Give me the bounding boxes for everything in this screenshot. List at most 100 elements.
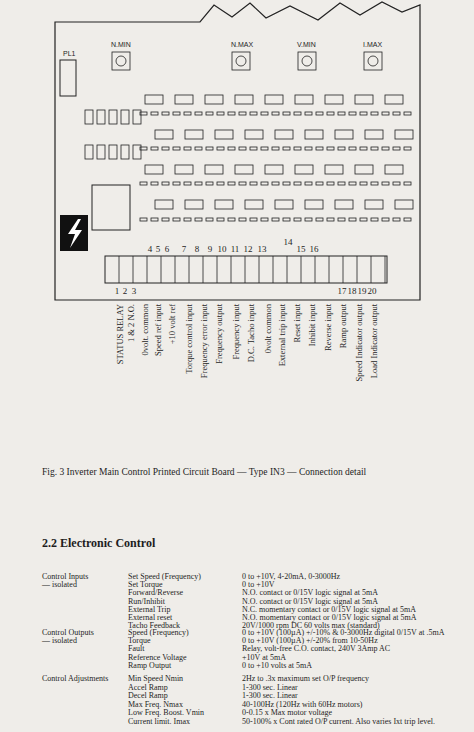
- resistor: [173, 147, 180, 150]
- potentiometer: [364, 52, 382, 70]
- spec-item: Accel Ramp: [128, 684, 168, 692]
- resistor: [261, 182, 268, 185]
- ic-package: [365, 200, 383, 209]
- ic-package: [215, 130, 233, 139]
- ic-package: [325, 95, 343, 104]
- ic-package: [265, 95, 283, 104]
- terminal-function: Frequency error input: [200, 304, 209, 378]
- resistor: [217, 218, 224, 221]
- ic-package: [155, 200, 173, 209]
- resistor: [338, 182, 345, 185]
- terminal-number: 12: [244, 245, 253, 254]
- resistor: [184, 112, 191, 115]
- terminal-number: 11: [231, 245, 240, 254]
- terminal-number: 9: [208, 245, 213, 254]
- resistor: [162, 112, 169, 115]
- terminal-number: 6: [165, 245, 170, 254]
- ic-package: [395, 200, 413, 209]
- terminal-function: D.C. Tacho input: [247, 304, 256, 362]
- terminal-function: Frequency input: [232, 304, 241, 359]
- group-heading: Control Outputs: [42, 629, 94, 637]
- ic-package: [385, 165, 403, 174]
- resistor: [294, 218, 301, 221]
- spec-item: Torque: [128, 637, 151, 645]
- spec-value: 0 to +10V, 4-20mA, 0-3000Hz: [242, 573, 340, 581]
- terminal-divider: [329, 256, 330, 283]
- terminal-number: 4: [148, 245, 153, 254]
- component-label: I.MAX: [362, 41, 383, 48]
- resistor: [162, 218, 169, 221]
- resistor: [316, 147, 323, 150]
- terminal-function: Reverse input: [324, 304, 333, 351]
- spec-value: N.O. momentary contact or 0/15V logic si…: [242, 614, 416, 622]
- spec-value: 40-100Hz (120Hz with 60Hz motors): [242, 701, 362, 709]
- terminal-number: 20: [368, 287, 377, 296]
- resistor: [382, 182, 389, 185]
- ic-package: [145, 165, 163, 174]
- resistor: [195, 218, 202, 221]
- ic-package: [175, 165, 193, 174]
- resistor: [360, 218, 367, 221]
- transformer: [92, 185, 130, 230]
- spec-value: 0 to +10V (100µA) +/-20% from 10-50Hz: [242, 637, 378, 645]
- resistor: [393, 147, 400, 150]
- resistor: [338, 112, 345, 115]
- spec-item: External Trip: [128, 606, 170, 614]
- terminal-function: 1 & 2 N.O.: [127, 304, 136, 342]
- resistor: [250, 112, 257, 115]
- resistor: [283, 112, 290, 115]
- terminal-number: 15: [297, 245, 306, 254]
- capacitor: [97, 110, 105, 124]
- resistor: [349, 147, 356, 150]
- resistor: [360, 112, 367, 115]
- terminal-divider: [203, 256, 204, 283]
- resistor: [195, 182, 202, 185]
- spec-value: 2Hz to .3x maximum set O/P frequency: [242, 675, 369, 683]
- ic-package: [325, 165, 343, 174]
- resistor: [294, 147, 301, 150]
- resistor: [294, 112, 301, 115]
- spec-value: 1-300 sec. Linear: [242, 692, 298, 700]
- potentiometer: [232, 52, 250, 70]
- terminal-number: 18: [348, 287, 357, 296]
- resistor: [294, 182, 301, 185]
- terminal-function: Torque control input: [185, 304, 194, 374]
- terminal-strip: [105, 256, 387, 283]
- group-note: — isolated: [42, 637, 77, 645]
- terminal-function: 0volt common: [264, 304, 273, 353]
- resistor: [173, 182, 180, 185]
- ic-package: [295, 95, 313, 104]
- spec-value: 0-0.15 x Max motor voltage: [242, 709, 332, 717]
- resistor: [206, 182, 213, 185]
- figure-caption: Fig. 3 Inverter Main Control Printed Cir…: [42, 468, 366, 478]
- terminal-function: Ramp output: [339, 304, 348, 348]
- resistor: [140, 218, 147, 221]
- terminal-function: Speed Indicator output: [355, 304, 364, 381]
- potentiometer-knob: [236, 56, 246, 66]
- resistor: [151, 112, 158, 115]
- terminal-divider: [371, 256, 372, 283]
- ic-package: [275, 200, 293, 209]
- resistor: [217, 112, 224, 115]
- resistor: [239, 147, 246, 150]
- resistor: [382, 147, 389, 150]
- resistor: [327, 182, 334, 185]
- resistor: [382, 218, 389, 221]
- component-label: N.MIN: [110, 41, 132, 48]
- resistor: [327, 112, 334, 115]
- terminal-divider: [357, 256, 358, 283]
- resistor: [184, 147, 191, 150]
- terminal-divider: [385, 256, 386, 283]
- resistor: [338, 218, 345, 221]
- spec-value: 50-100% x Cont rated O/P current. Also v…: [242, 718, 435, 726]
- terminal-number: 10: [218, 245, 227, 254]
- resistor: [349, 182, 356, 185]
- resistor: [349, 218, 356, 221]
- spec-item: Ramp Output: [128, 662, 171, 670]
- resistor: [305, 147, 312, 150]
- potentiometer: [112, 52, 130, 70]
- terminal-divider: [273, 256, 274, 283]
- resistor: [173, 218, 180, 221]
- ic-package: [305, 130, 323, 139]
